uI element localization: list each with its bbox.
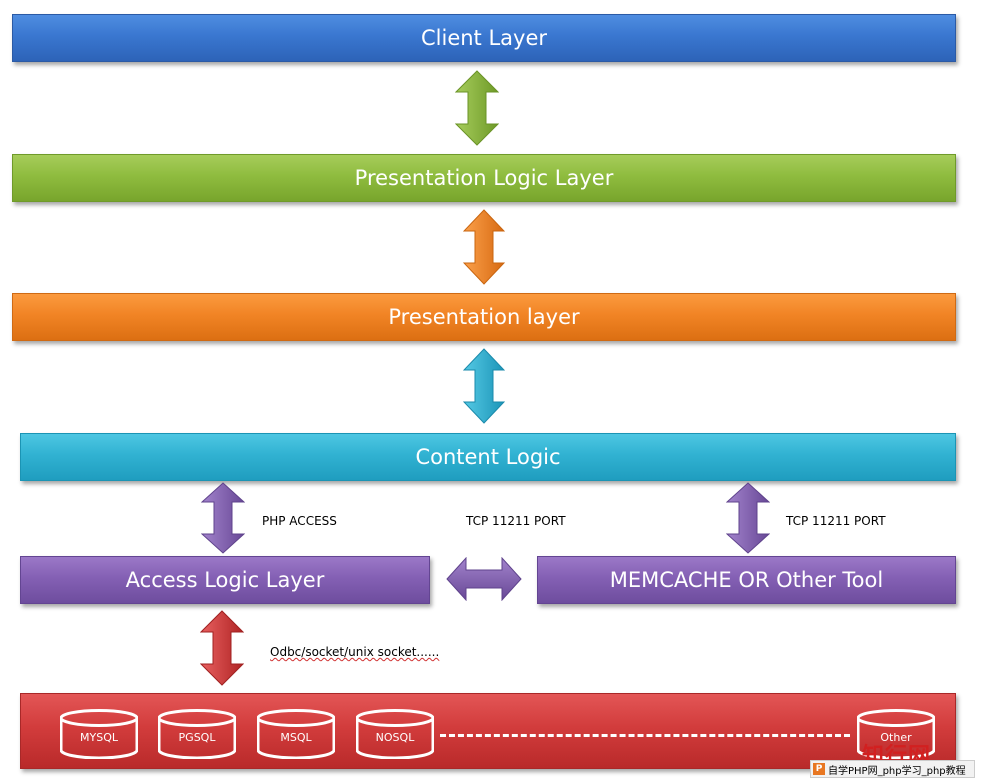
pgsql-database-icon: PGSQL (157, 709, 237, 763)
presentation-layer-label: Presentation layer (388, 305, 580, 329)
presentation-logic-layer-label: Presentation Logic Layer (354, 166, 614, 190)
pgsql-label: PGSQL (178, 731, 216, 744)
msql-label: MSQL (280, 731, 312, 744)
watermark-caption-bar: P 自学PHP网_php学习_php教程 (810, 760, 975, 778)
presentation-content-logic-arrow (463, 348, 505, 424)
access-database-arrow (200, 610, 244, 686)
tcp-port-label-right: TCP 11211 PORT (786, 514, 886, 528)
mysql-database-icon: MYSQL (59, 709, 139, 763)
client-layer-box: Client Layer (12, 14, 956, 62)
presentation-logic-layer-box: Presentation Logic Layer (12, 154, 956, 202)
client-layer-label: Client Layer (420, 26, 548, 50)
access-logic-layer-label: Access Logic Layer (125, 568, 325, 592)
content-memcache-arrow (726, 482, 770, 554)
access-memcache-arrow (446, 557, 522, 601)
php-access-label: PHP ACCESS (262, 514, 337, 528)
content-logic-box: Content Logic (20, 433, 956, 481)
content-logic-label: Content Logic (415, 445, 561, 469)
presentation-layer-box: Presentation layer (12, 293, 956, 341)
watermark-caption: 自学PHP网_php学习_php教程 (828, 765, 966, 777)
odbc-socket-text: Odbc/socket/unix socket...... (270, 645, 440, 659)
memcache-box: MEMCACHE OR Other Tool (537, 556, 956, 604)
other-database-icon: Other (856, 709, 936, 763)
client-presentation-logic-arrow (455, 70, 499, 146)
nosql-label: NOSQL (375, 731, 415, 744)
mysql-label: MYSQL (80, 731, 118, 744)
msql-database-icon: MSQL (256, 709, 336, 763)
database-dashed-line (440, 734, 850, 737)
other-label: Other (880, 731, 912, 744)
nosql-database-icon: NOSQL (355, 709, 435, 763)
presentation-logic-presentation-arrow (463, 209, 505, 285)
odbc-socket-label: Odbc/socket/unix socket...... (270, 645, 439, 659)
watermark-logo-icon: P (813, 763, 825, 775)
tcp-port-label-middle: TCP 11211 PORT (466, 514, 566, 528)
memcache-label: MEMCACHE OR Other Tool (609, 568, 884, 592)
content-access-arrow (201, 482, 245, 554)
access-logic-layer-box: Access Logic Layer (20, 556, 430, 604)
